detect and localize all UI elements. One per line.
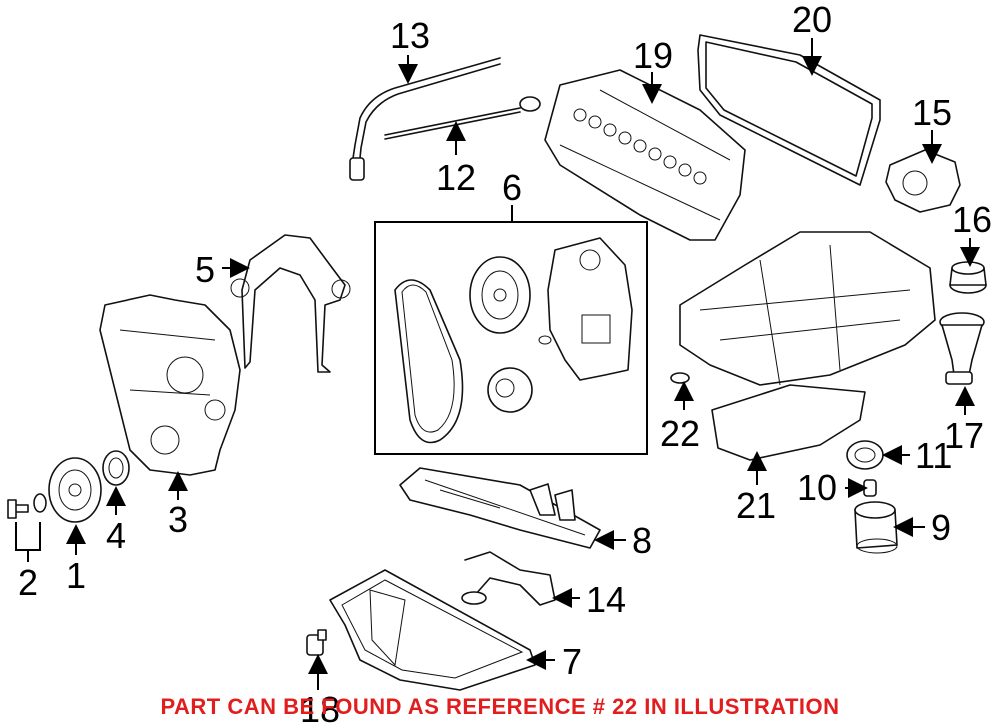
part-22-o-ring: [670, 372, 690, 384]
callout-labels: 13 12 19 20 15 16 17 6 5 3 4 1 2 8 14 7 …: [18, 0, 992, 728]
callout-2: 2: [18, 562, 38, 603]
part-8-windage-tray: [399, 467, 601, 549]
part-15-thermostat-housing: [885, 149, 961, 213]
part-12-dipstick: [384, 96, 541, 140]
leader-lines: [15, 38, 980, 690]
callout-15: 15: [912, 92, 952, 133]
part-2-damper-bolt: [7, 493, 47, 519]
part-4-crankshaft-seal: [102, 450, 130, 486]
callout-6: 6: [502, 167, 522, 208]
callout-1: 1: [66, 555, 86, 596]
part-7-oil-pan: [329, 569, 536, 691]
callout-22: 22: [660, 413, 700, 454]
callout-3: 3: [168, 499, 188, 540]
part-3-timing-cover: [99, 294, 241, 476]
callout-16: 16: [952, 199, 992, 240]
reference-note: PART CAN BE FOUND AS REFERENCE # 22 IN I…: [160, 694, 840, 719]
part-intake-manifold: [679, 231, 936, 386]
callout-13: 13: [390, 15, 430, 56]
part-13-dipstick-tube: [349, 57, 501, 181]
part-9-oil-filter: [854, 501, 898, 554]
part-11-seal: [846, 440, 884, 470]
callout-14: 14: [586, 579, 626, 620]
part-17-oil-filler-tube: [939, 312, 985, 385]
part-14-oil-pickup: [461, 551, 556, 606]
callout-8: 8: [632, 520, 652, 561]
callout-19: 19: [633, 35, 673, 76]
part-18-drain-plug: [306, 629, 327, 656]
leader-2: [15, 522, 41, 551]
callout-10: 10: [797, 467, 837, 508]
callout-12: 12: [436, 157, 476, 198]
callout-18: 18: [300, 689, 340, 728]
part-5-timing-cover-gasket: [230, 234, 351, 373]
part-16-oil-cap: [949, 261, 987, 294]
callout-17: 17: [944, 415, 984, 456]
part-10-adapter: [863, 479, 877, 497]
callout-9: 9: [931, 507, 951, 548]
callout-4: 4: [106, 515, 126, 556]
part-19-valve-cover: [544, 69, 746, 241]
callout-5: 5: [195, 249, 215, 290]
part-21-intake-lower: [711, 384, 866, 461]
callout-20: 20: [792, 0, 832, 40]
callout-7: 7: [562, 641, 582, 682]
part-1-vibration-damper: [48, 457, 102, 523]
part-6-timing-kit: [374, 221, 648, 455]
callout-11: 11: [915, 435, 952, 476]
callout-21: 21: [736, 485, 776, 526]
part-20-valve-cover-gasket: [697, 34, 881, 186]
